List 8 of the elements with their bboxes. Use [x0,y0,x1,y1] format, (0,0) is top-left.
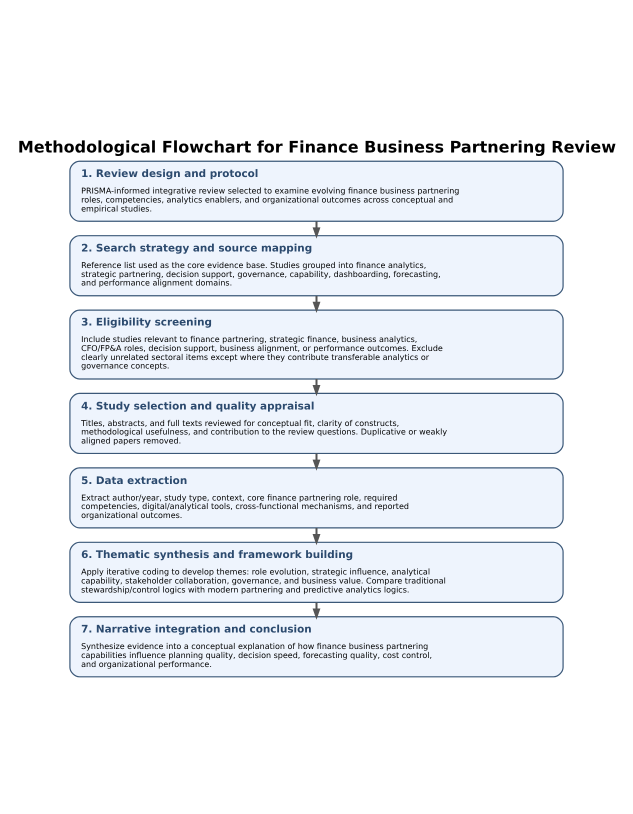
node-box: 1. Review design and protocol PRISMA-informed integrative review selected to examine evolving finance business partnering roles, competencies, analytics enablers, and organizational outcomes across conceptual and empirical studies. [69,160,564,222]
node-box: 7. Narrative integration and conclusion Synthesize evidence into a conceptual explanation of how finance business partnering capabilities influence planning quality, decision speed, forecasting quality, cost control, and organizational performance. [69,616,564,678]
diagram-title: Methodological Flowchart for Finance Business Partnering Review [18,137,616,156]
node-box: 2. Search strategy and source mapping Reference list used as the core evidence base. Studies grouped into finance analytics, strategic partnering, decision support, governance, capability, dashboarding, forecasting, and performance alignment domains. [69,235,564,296]
node-box: 4. Study selection and quality appraisal Titles, abstracts, and full texts reviewed for conceptual fit, clarity of constructs, methodological usefulness, and contribution to the review questions. Duplicative or weakly aligned papers removed. [69,392,564,454]
node-box: 6. Thematic synthesis and framework building Apply iterative coding to develop themes: role evolution, strategic influence, analytical capability, stakeholder collaboration, governance, and business value. Compare traditional stewardship/control logics with modern partnering and predictive analytics logics. [69,542,564,603]
node-box: 5. Data extraction Extract author/year, study type, context, core finance partnering role, required competencies, digital/analytical tools, cross-functional mechanisms, and reported organizational outcomes. [69,467,564,528]
node-box: 3. Eligibility screening Include studies relevant to finance partnering, strategic finance, business analytics, CFO/FP&A roles, decision support, business alignment, or performance outcomes. Exclude clearly unrelated sectoral items except where they contribute transferable analytics or governance concepts. [69,310,564,380]
